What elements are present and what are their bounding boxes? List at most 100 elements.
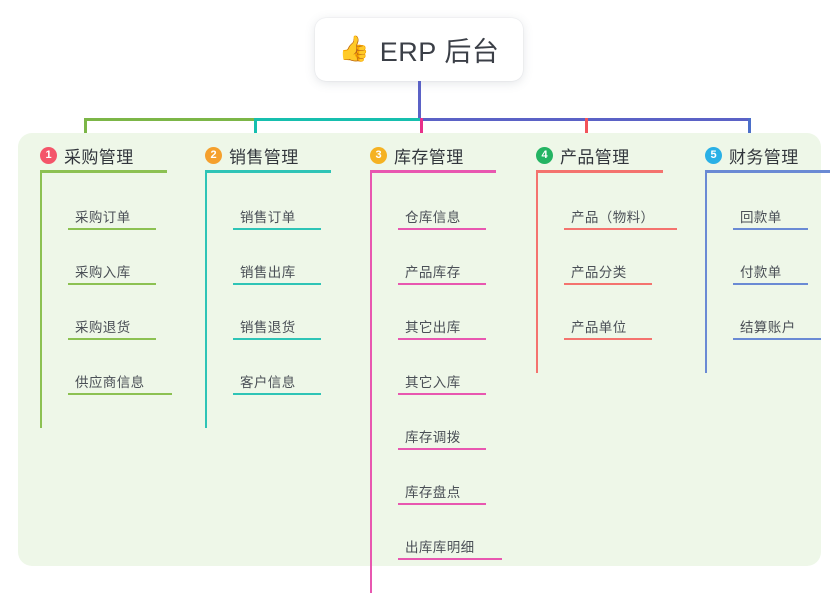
leaf-node[interactable]: 采购退货 [68, 288, 156, 340]
leaf-node-label: 出库库明细 [405, 540, 475, 555]
drop-purchase [84, 118, 87, 145]
leaf-node-rule [68, 338, 156, 340]
leaf-node[interactable]: 销售出库 [233, 233, 321, 285]
leaf-node-rule [398, 503, 486, 505]
leaf-node[interactable]: 产品（物料） [564, 178, 677, 230]
leaf-node[interactable]: 采购入库 [68, 233, 156, 285]
branch-header-finance-management[interactable]: 5 财务管理 [705, 143, 799, 168]
drop-inventory [420, 118, 423, 145]
branch-title: 销售管理 [229, 148, 299, 167]
leaf-node[interactable]: 仓库信息 [398, 178, 486, 230]
leaf-node[interactable]: 供应商信息 [68, 343, 172, 395]
leaf-node-rule [398, 283, 486, 285]
leaf-node-label: 付款单 [740, 265, 782, 280]
thumbs-up-icon: 👍 [338, 35, 370, 63]
branch-number-badge: 5 [705, 147, 722, 164]
branch-spine [705, 173, 707, 373]
leaf-node-rule [398, 558, 502, 560]
leaf-node[interactable]: 客户信息 [233, 343, 321, 395]
leaf-node-rule [233, 338, 321, 340]
leaf-node-rule [733, 228, 808, 230]
branch-number-badge: 1 [40, 147, 57, 164]
leaf-node[interactable]: 产品分类 [564, 233, 652, 285]
leaf-node-label: 结算账户 [740, 320, 796, 335]
leaf-node-label: 销售订单 [240, 210, 296, 225]
leaf-node-label: 客户信息 [240, 375, 296, 390]
leaf-node-label: 采购订单 [75, 210, 131, 225]
leaf-node-label: 库存盘点 [405, 485, 461, 500]
leaf-node[interactable]: 采购订单 [68, 178, 156, 230]
leaf-node-rule [398, 228, 486, 230]
bus-teal [254, 118, 422, 121]
branch-spine [370, 173, 372, 593]
leaf-node-rule [733, 283, 808, 285]
leaf-node[interactable]: 出库库明细 [398, 508, 502, 560]
branch-header-sales-management[interactable]: 2 销售管理 [205, 143, 299, 168]
branch-number-badge: 3 [370, 147, 387, 164]
branch-header-purchase-management[interactable]: 1 采购管理 [40, 143, 134, 168]
leaf-node-label: 产品分类 [571, 265, 627, 280]
leaf-node-rule [398, 393, 486, 395]
root-trunk-connector [418, 81, 421, 121]
leaf-node-label: 回款单 [740, 210, 782, 225]
branch-spine [40, 173, 42, 428]
leaf-node-rule [68, 228, 156, 230]
branch-header-rule [536, 170, 663, 173]
leaf-node-rule [233, 228, 321, 230]
leaf-node[interactable]: 付款单 [733, 233, 808, 285]
branch-header-rule [40, 170, 167, 173]
branch-header-rule [705, 170, 830, 173]
leaf-node[interactable]: 回款单 [733, 178, 808, 230]
leaf-node-label: 供应商信息 [75, 375, 145, 390]
leaf-node-rule [233, 283, 321, 285]
drop-product [585, 118, 588, 145]
leaf-node-rule [398, 338, 486, 340]
leaf-node[interactable]: 库存调拨 [398, 398, 486, 450]
branch-header-rule [205, 170, 331, 173]
leaf-node[interactable]: 其它出库 [398, 288, 486, 340]
branch-header-product-management[interactable]: 4 产品管理 [536, 143, 630, 168]
leaf-node-label: 销售退货 [240, 320, 296, 335]
branch-spine [536, 173, 538, 373]
leaf-node-rule [564, 283, 652, 285]
root-node-content: 👍 ERP 后台 [339, 30, 500, 69]
leaf-node[interactable]: 其它入库 [398, 343, 486, 395]
leaf-node-label: 其它入库 [405, 375, 461, 390]
leaf-node-rule [68, 283, 156, 285]
leaf-node[interactable]: 产品库存 [398, 233, 486, 285]
leaf-node-label: 采购退货 [75, 320, 131, 335]
branch-title: 库存管理 [394, 148, 464, 167]
leaf-node-rule [564, 338, 652, 340]
branch-title: 产品管理 [560, 148, 630, 167]
leaf-node-label: 其它出库 [405, 320, 461, 335]
branch-spine [205, 173, 207, 428]
branch-number-badge: 4 [536, 147, 553, 164]
leaf-node-label: 产品库存 [405, 265, 461, 280]
leaf-node-label: 采购入库 [75, 265, 131, 280]
bus-green [84, 118, 254, 121]
branch-title: 财务管理 [729, 148, 799, 167]
leaf-node-rule [564, 228, 677, 230]
leaf-node-rule [233, 393, 321, 395]
branch-header-rule [370, 170, 496, 173]
leaf-node[interactable]: 销售订单 [233, 178, 321, 230]
leaf-node[interactable]: 产品单位 [564, 288, 652, 340]
leaf-node-rule [733, 338, 821, 340]
leaf-node[interactable]: 结算账户 [733, 288, 821, 340]
drop-sales [254, 118, 257, 145]
leaf-node[interactable]: 库存盘点 [398, 453, 486, 505]
leaf-node-label: 产品单位 [571, 320, 627, 335]
branch-header-inventory-management[interactable]: 3 库存管理 [370, 143, 464, 168]
leaf-node-label: 产品（物料） [571, 210, 655, 225]
branch-number-badge: 2 [205, 147, 222, 164]
leaf-node[interactable]: 销售退货 [233, 288, 321, 340]
leaf-node-rule [68, 393, 172, 395]
root-node-title: ERP 后台 [379, 37, 500, 67]
drop-finance [748, 118, 751, 145]
branch-title: 采购管理 [64, 148, 134, 167]
leaf-node-label: 销售出库 [240, 265, 296, 280]
root-node-card[interactable]: 👍 ERP 后台 [315, 18, 523, 81]
leaf-node-label: 库存调拨 [405, 430, 461, 445]
leaf-node-rule [398, 448, 486, 450]
